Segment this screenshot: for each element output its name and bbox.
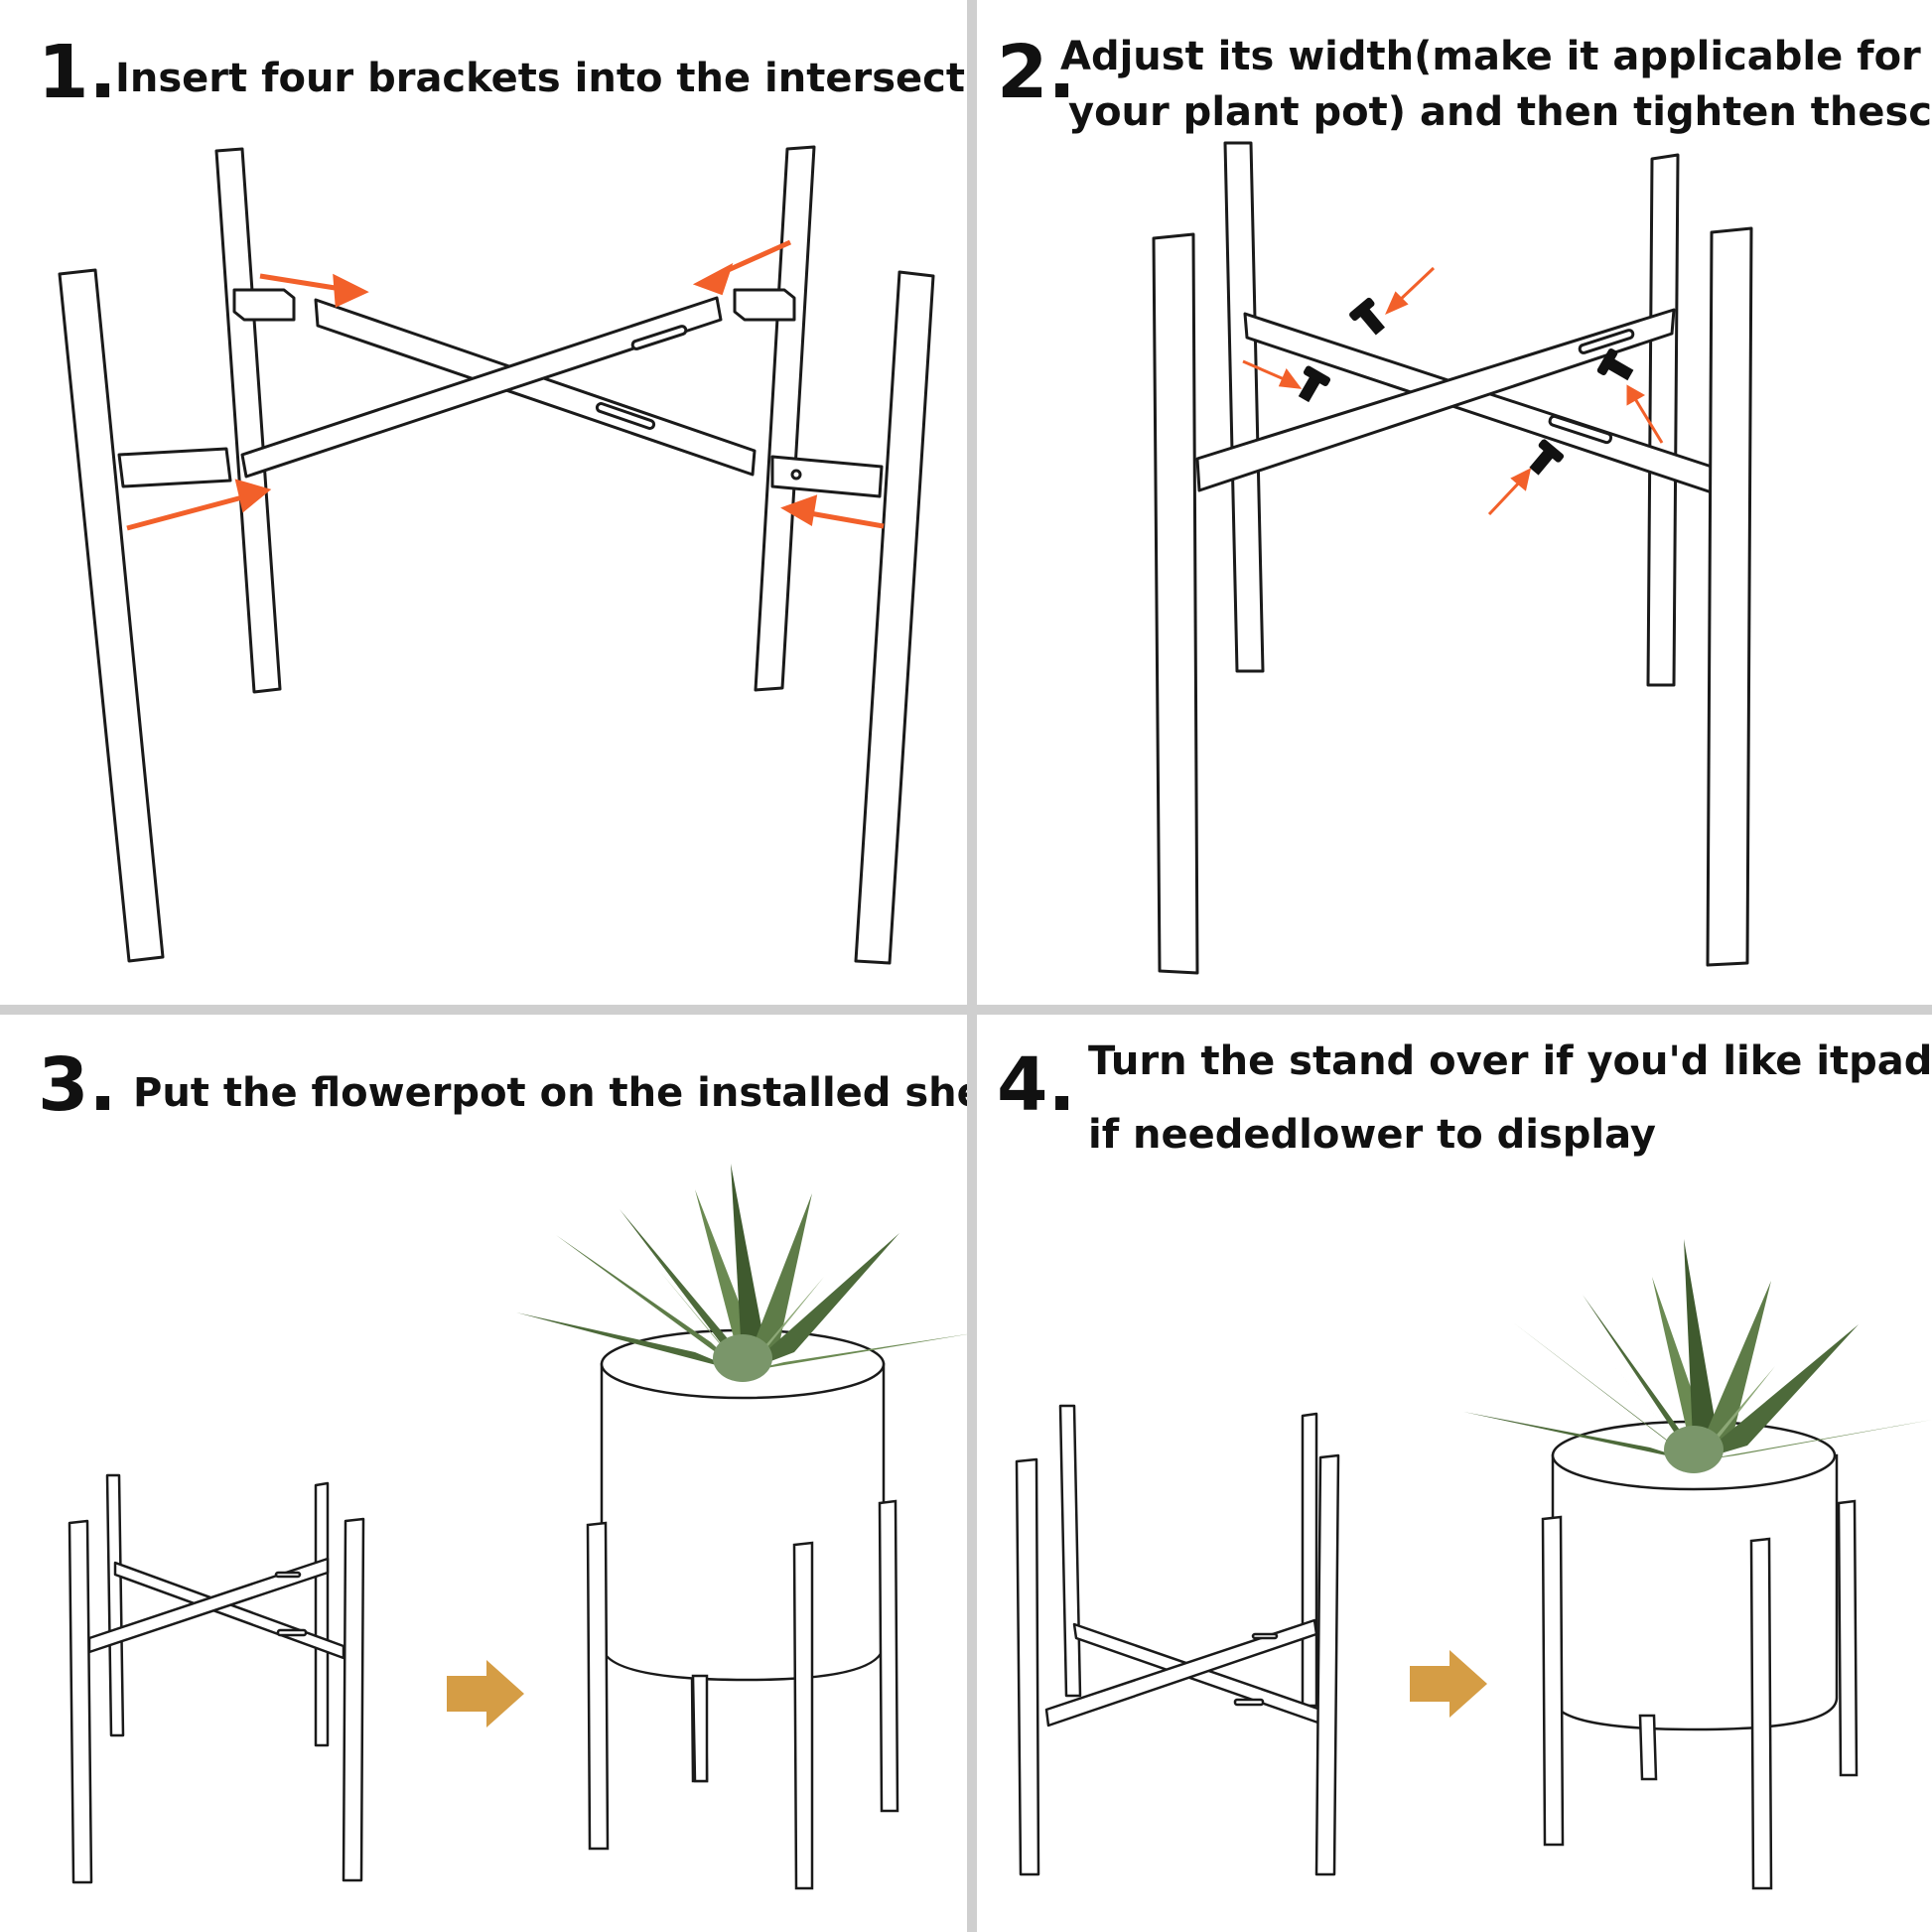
step-1-frame-illustration bbox=[58, 145, 935, 965]
step-4-illustration bbox=[1015, 1239, 1932, 1890]
screw-icon bbox=[1298, 297, 1634, 476]
step-1-text: Insert four brackets into the intersecti… bbox=[115, 56, 967, 101]
step-1-number: 1. bbox=[38, 30, 117, 115]
step-2-arrows bbox=[1242, 266, 1664, 516]
plant-icon bbox=[516, 1164, 967, 1382]
step-3-text: Put the flowerpot on the installed shelf bbox=[133, 1070, 967, 1116]
assembled-stand bbox=[68, 1473, 365, 1884]
step-2-frame-illustration bbox=[1152, 141, 1753, 975]
step-4-number: 4. bbox=[997, 1042, 1076, 1128]
step-2-text-line-2: your plant pot) and then tighten thescre… bbox=[1068, 89, 1932, 135]
horizontal-divider bbox=[0, 1005, 1932, 1015]
step-1-arrows bbox=[126, 239, 885, 531]
right-arrow-icon bbox=[1410, 1650, 1487, 1718]
step-3-illustration bbox=[68, 1164, 967, 1890]
right-arrow-icon bbox=[447, 1660, 524, 1727]
step-2-text-line-1: Adjust its width(make it applicable for … bbox=[1060, 34, 1932, 79]
plant-icon bbox=[1463, 1239, 1932, 1473]
step-4-text-line-1: Turn the stand over if you'd like itpad bbox=[1088, 1038, 1932, 1084]
step-3-number: 3. bbox=[38, 1042, 117, 1128]
vertical-divider bbox=[967, 0, 977, 1932]
potted-plant bbox=[1463, 1239, 1932, 1890]
step-4-text-line-2: if neededlower to display bbox=[1088, 1112, 1656, 1158]
step-2-panel: 2. Adjust its width(make it applicable f… bbox=[977, 0, 1932, 1005]
flipped-stand bbox=[1015, 1404, 1340, 1876]
potted-plant bbox=[516, 1164, 967, 1890]
step-4-panel: 4. Turn the stand over if you'd like itp… bbox=[977, 1015, 1932, 1932]
step-1-panel: 1. Insert four brackets into the interse… bbox=[0, 0, 967, 1005]
step-3-panel: 3. Put the flowerpot on the installed sh… bbox=[0, 1015, 967, 1932]
step-2-number: 2. bbox=[997, 30, 1076, 115]
